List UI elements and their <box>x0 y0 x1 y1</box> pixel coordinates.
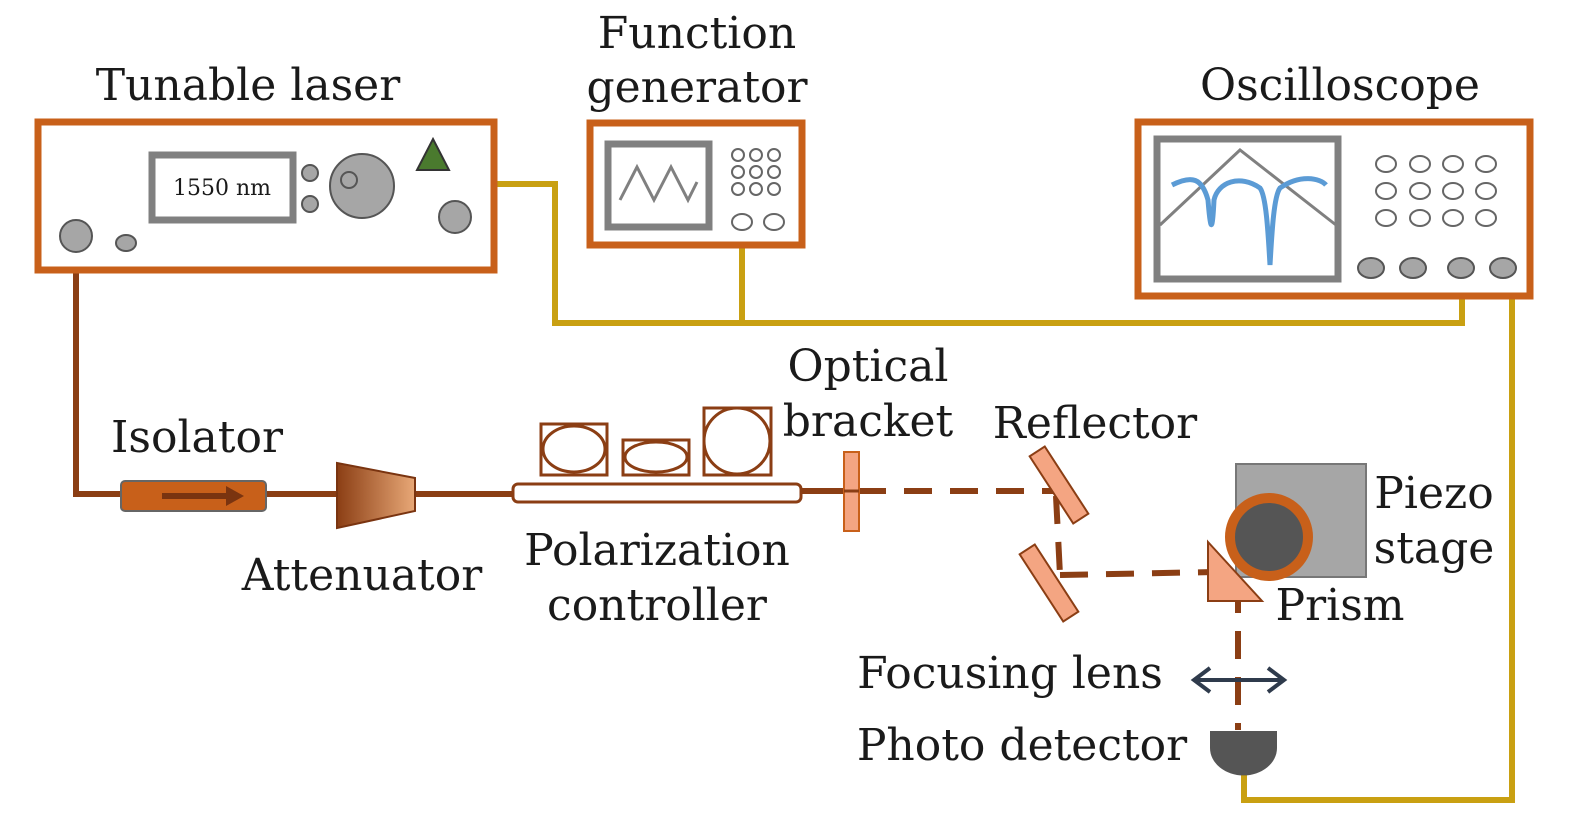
fiber-laser-to-isolator <box>73 236 122 497</box>
label-piezo-line2: stage <box>1374 523 1495 574</box>
label-tunable-laser: Tunable laser <box>96 60 401 111</box>
controller-rail <box>511 482 803 504</box>
label-function-generator-line2: generator <box>586 62 808 113</box>
wavelength-display <box>148 151 297 224</box>
reflector-lower <box>1018 543 1080 623</box>
keypad-button[interactable] <box>749 148 763 162</box>
scope-button[interactable] <box>1475 182 1497 200</box>
cable-detector-to-scope <box>1241 268 1515 803</box>
beam-reflector-down <box>1053 495 1063 576</box>
oscilloscope-screen <box>1153 135 1342 283</box>
label-oscilloscope: Oscilloscope <box>1200 60 1480 111</box>
laser-small-knob-lower[interactable] <box>301 195 319 213</box>
reflectors <box>1018 445 1090 623</box>
scope-button[interactable] <box>1442 155 1464 173</box>
component-labels: Tunable laser Function generator Oscillo… <box>96 8 1495 771</box>
optical-fiber <box>73 236 850 497</box>
beam-reflector-to-prism <box>1059 569 1216 578</box>
free-space-beam <box>858 488 1241 730</box>
scope-button[interactable] <box>1409 182 1431 200</box>
scope-button[interactable] <box>1475 155 1497 173</box>
isolator <box>120 480 267 512</box>
triangle-wave-icon <box>618 163 699 204</box>
focusing-lens <box>1190 666 1288 694</box>
wavelength-readout: 1550 nm <box>173 176 271 201</box>
resonator-ring <box>1225 493 1313 581</box>
paddle-1 <box>541 424 607 474</box>
laser-output-port[interactable] <box>438 200 472 234</box>
function-generator-sync-port[interactable] <box>763 213 785 231</box>
prism <box>1207 539 1265 602</box>
scope-button[interactable] <box>1375 155 1397 173</box>
function-generator-keypad <box>731 148 781 196</box>
lens-arrow-right-icon <box>1266 666 1288 694</box>
function-generator-screen <box>604 140 713 231</box>
piezo-stage <box>1225 463 1367 581</box>
label-optical-bracket-line1: Optical <box>788 341 949 392</box>
label-polarization-line2: controller <box>547 580 768 631</box>
scope-channel-port[interactable] <box>1357 257 1385 279</box>
scope-button[interactable] <box>1442 182 1464 200</box>
scope-button[interactable] <box>1375 209 1397 227</box>
function-generator <box>586 119 806 249</box>
lens-arrow-left-icon <box>1190 666 1212 694</box>
label-polarization-line1: Polarization <box>524 525 790 576</box>
scope-resonance-trace <box>1170 176 1328 266</box>
function-generator-output-port[interactable] <box>731 213 753 231</box>
keypad-button[interactable] <box>731 165 745 179</box>
laser-warning-triangle-icon <box>415 136 451 171</box>
tunable-laser: 1550 nm <box>34 118 498 274</box>
label-attenuator: Attenuator <box>241 550 483 601</box>
photo-detector <box>1210 731 1277 776</box>
label-reflector: Reflector <box>993 398 1198 449</box>
laser-tuning-dial[interactable] <box>329 153 395 219</box>
scope-ramp-trace <box>1158 148 1337 227</box>
scope-button[interactable] <box>1409 209 1431 227</box>
keypad-button[interactable] <box>767 148 781 162</box>
keypad-button[interactable] <box>767 182 781 196</box>
laser-body <box>34 118 498 274</box>
scope-button[interactable] <box>1475 209 1497 227</box>
keypad-button[interactable] <box>749 165 763 179</box>
laser-dial-indicator <box>340 171 358 189</box>
keypad-button[interactable] <box>749 182 763 196</box>
isolator-arrow-icon <box>226 486 244 506</box>
label-piezo-line1: Piezo <box>1374 468 1493 519</box>
scope-channel-port[interactable] <box>1489 257 1517 279</box>
cable-laser-to-scope <box>495 181 1465 326</box>
scope-button[interactable] <box>1442 209 1464 227</box>
oscilloscope-keypad <box>1375 155 1497 227</box>
reflector-upper <box>1028 445 1090 525</box>
optical-bracket <box>843 451 860 532</box>
label-prism: Prism <box>1275 580 1404 631</box>
oscilloscope-channel-ports <box>1357 257 1517 279</box>
keypad-button[interactable] <box>767 165 781 179</box>
scope-button[interactable] <box>1375 182 1397 200</box>
paddle-2 <box>623 440 689 474</box>
scope-channel-port[interactable] <box>1447 257 1475 279</box>
attenuator <box>336 461 416 530</box>
label-function-generator-line1: Function <box>598 8 796 59</box>
label-optical-bracket-line2: bracket <box>783 396 954 447</box>
laser-small-knob-upper[interactable] <box>301 164 319 182</box>
scope-button[interactable] <box>1409 155 1431 173</box>
oscilloscope <box>1134 118 1534 300</box>
scope-channel-port[interactable] <box>1399 257 1427 279</box>
label-isolator: Isolator <box>111 412 284 463</box>
label-focusing-lens: Focusing lens <box>857 648 1163 699</box>
laser-indicator-light <box>115 234 137 252</box>
paddle-3 <box>702 406 772 476</box>
laser-fiber-port[interactable] <box>59 219 93 253</box>
polarization-controller <box>511 406 803 504</box>
keypad-button[interactable] <box>731 182 745 196</box>
label-photo-detector: Photo detector <box>857 720 1188 771</box>
keypad-button[interactable] <box>731 148 745 162</box>
